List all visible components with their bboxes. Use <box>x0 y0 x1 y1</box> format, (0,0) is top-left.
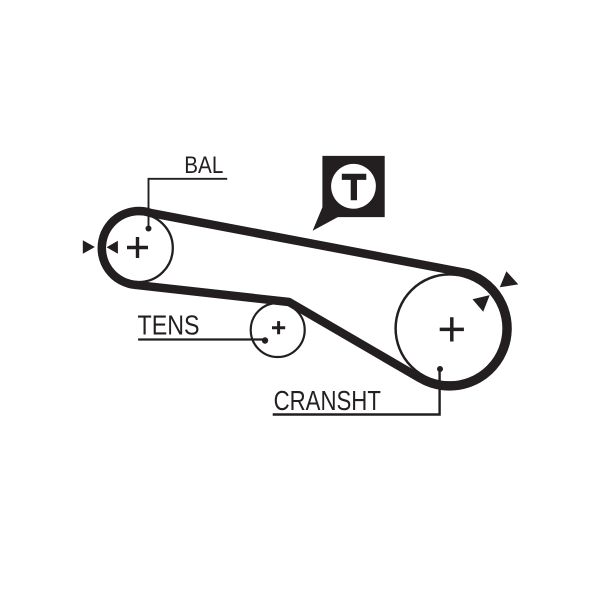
svg-text:CRANSHT: CRANSHT <box>274 385 381 416</box>
svg-text:TENS: TENS <box>138 309 200 340</box>
svg-text:BAL: BAL <box>184 152 223 179</box>
